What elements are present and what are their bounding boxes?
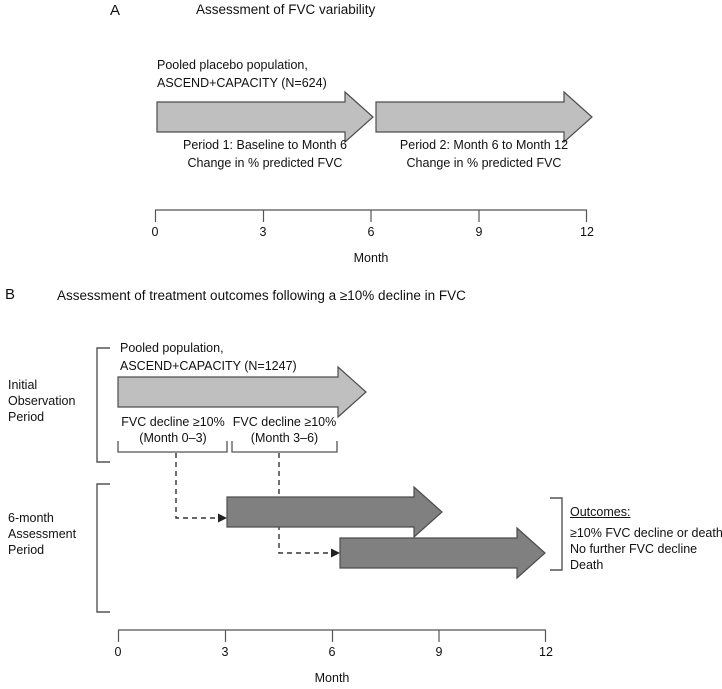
connector-arrowhead-1 [218,513,227,523]
segment-0-3-line2: (Month 0–3) [139,431,207,445]
assessment-period-label-line1: 6-month [8,511,54,525]
panel-a-axis-tick-6: 6 [367,225,375,239]
panel-a-axis-tick-0: 0 [151,225,159,239]
panel-a-axis [0,0,722,240]
period-1-caption-line1: Period 1: Baseline to Month 6 [183,138,347,152]
period-2-arrow [375,90,593,144]
panel-a-axis-tick-12: 12 [580,225,594,239]
panel-b-population-line1: Pooled population, [120,341,224,355]
period-2-caption-line2: Change in % predicted FVC [406,156,562,170]
outcomes-bracket [550,497,563,571]
panel-a-letter: A [110,2,121,19]
assessment-arrow-1 [226,485,443,539]
outcome-item-3: Death [570,558,604,572]
initial-period-label-line3: Period [8,410,45,424]
panel-a-axis-title: Month [353,251,389,265]
period-1-caption-line2: Change in % predicted FVC [187,156,343,170]
panel-b-axis-title: Month [314,671,350,685]
segment-0-3-line1: FVC decline ≥10% [121,415,225,429]
panel-b-title: Assessment of treatment outcomes followi… [57,288,466,303]
panel-b-population-line2: ASCEND+CAPACITY (N=1247) [120,359,297,373]
panel-a-axis-tick-3: 3 [259,225,267,239]
outcome-item-1: ≥10% FVC decline or death [570,526,722,540]
assessment-period-bracket [96,483,110,613]
initial-observation-arrow [117,365,367,419]
connector-dashed-1 [175,453,218,519]
panel-a-population-line1: Pooled placebo population, [157,58,308,72]
panel-a-population-line2: ASCEND+CAPACITY (N=624) [157,76,327,90]
assessment-arrow-2 [339,526,546,580]
panel-b-axis-tick-3: 3 [221,645,229,659]
panel-b-axis-tick-9: 9 [435,645,443,659]
outcomes-heading: Outcomes: [570,505,631,519]
period-2-caption-line1: Period 2: Month 6 to Month 12 [399,138,569,152]
panel-a-title: Assessment of FVC variability [196,2,376,17]
panel-b-axis-tick-12: 12 [539,645,553,659]
connector-arrowhead-2 [331,548,340,558]
panel-a-arrows [0,0,722,160]
segment-3-6-line2: (Month 3–6) [250,431,319,445]
period-1-arrow [156,90,374,144]
panel-a-axis-tick-9: 9 [475,225,483,239]
panel-b-axis-tick-6: 6 [328,645,336,659]
segment-0-3-bracket [117,441,228,453]
connector-dashed-2 [278,453,331,554]
panel-b-letter: B [5,286,16,303]
initial-period-label-line2: Observation [8,394,76,408]
initial-period-label-line1: Initial [8,378,38,392]
segment-3-6-line1: FVC decline ≥10% [232,415,337,429]
panel-b-axis-tick-0: 0 [114,645,122,659]
initial-period-bracket [96,347,110,463]
outcome-item-2: No further FVC decline [570,542,698,556]
assessment-period-label-line2: Assessment [8,527,77,541]
segment-3-6-bracket [231,441,338,453]
assessment-period-label-line3: Period [8,543,45,557]
